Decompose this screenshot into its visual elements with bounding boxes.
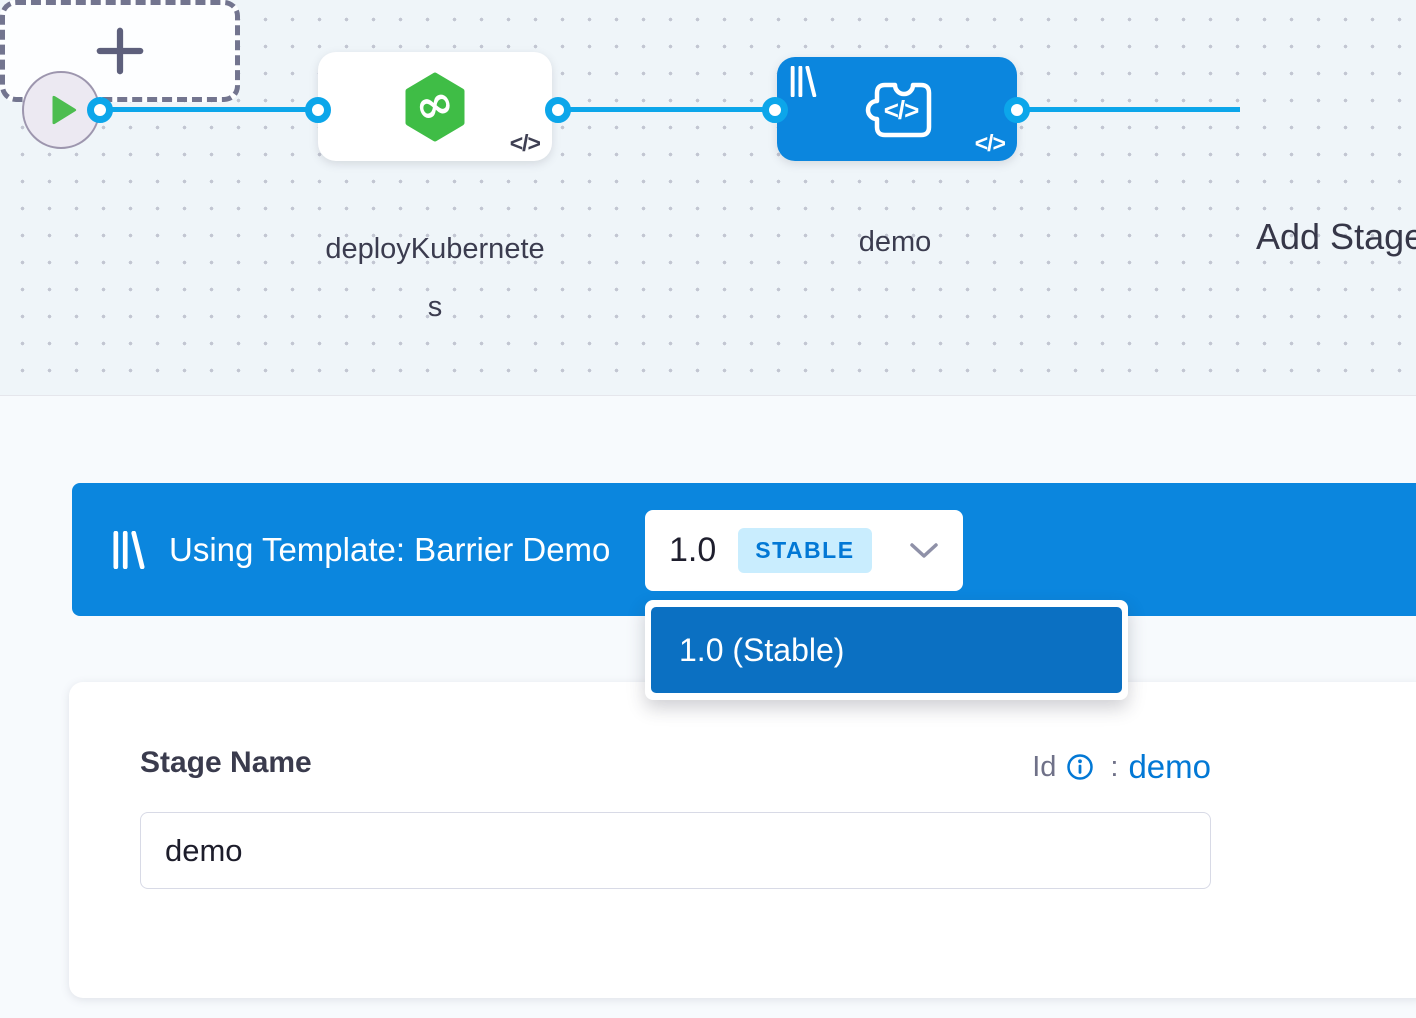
- connector-edge: [558, 107, 775, 112]
- code-view-icon: </>: [974, 130, 1006, 156]
- connector-port[interactable]: [762, 97, 788, 123]
- template-version: 1.0: [669, 531, 717, 569]
- stage-id-row: Id : demo: [1032, 748, 1211, 786]
- template-version-selector[interactable]: 1.0 STABLE: [645, 510, 963, 591]
- connector-port[interactable]: [1004, 97, 1030, 123]
- template-banner: Using Template: Barrier Demo 1.0 STABLE: [72, 483, 1416, 616]
- stage-overview-panel: Stage Name Id : demo: [69, 682, 1416, 998]
- template-library-icon: [790, 65, 817, 102]
- template-library-icon: [113, 530, 145, 574]
- template-banner-label: Using Template: Barrier Demo: [169, 530, 611, 568]
- id-separator: :: [1110, 750, 1119, 783]
- stable-badge: STABLE: [738, 528, 872, 573]
- custom-stage-icon: </>: [865, 82, 932, 138]
- code-view-icon: </>: [509, 130, 541, 156]
- connector-edge: [1017, 107, 1240, 112]
- stage-node-demo[interactable]: </> </>: [777, 57, 1017, 161]
- stage-id-value: demo: [1128, 748, 1211, 785]
- version-dropdown-menu: 1.0 (Stable): [645, 600, 1128, 700]
- stage-node-deploykubernetes[interactable]: ∞ </>: [318, 52, 552, 161]
- plus-icon: [96, 27, 144, 75]
- chevron-down-icon: [909, 542, 939, 560]
- connector-port[interactable]: [545, 97, 571, 123]
- stage-label-demo: demo: [858, 226, 932, 258]
- version-option-1-0-stable[interactable]: 1.0 (Stable): [651, 607, 1122, 693]
- pipeline-canvas: ∞ </> </> </> deployKubernetes demo Add …: [0, 0, 1416, 396]
- svg-text:</>: </>: [884, 95, 919, 125]
- stage-name-input[interactable]: [140, 812, 1211, 889]
- info-icon[interactable]: [1066, 753, 1094, 781]
- stage-label-deploykubernetes: deployKubernetes: [325, 233, 545, 323]
- add-stage-label: Add Stage: [1256, 216, 1416, 257]
- stage-name-label: Stage Name: [140, 746, 312, 779]
- connector-port[interactable]: [87, 97, 113, 123]
- harness-cd-icon: ∞: [405, 72, 465, 141]
- connector-edge: [100, 107, 318, 112]
- id-label: Id: [1032, 750, 1057, 783]
- play-icon: [52, 95, 76, 125]
- connector-port[interactable]: [305, 97, 331, 123]
